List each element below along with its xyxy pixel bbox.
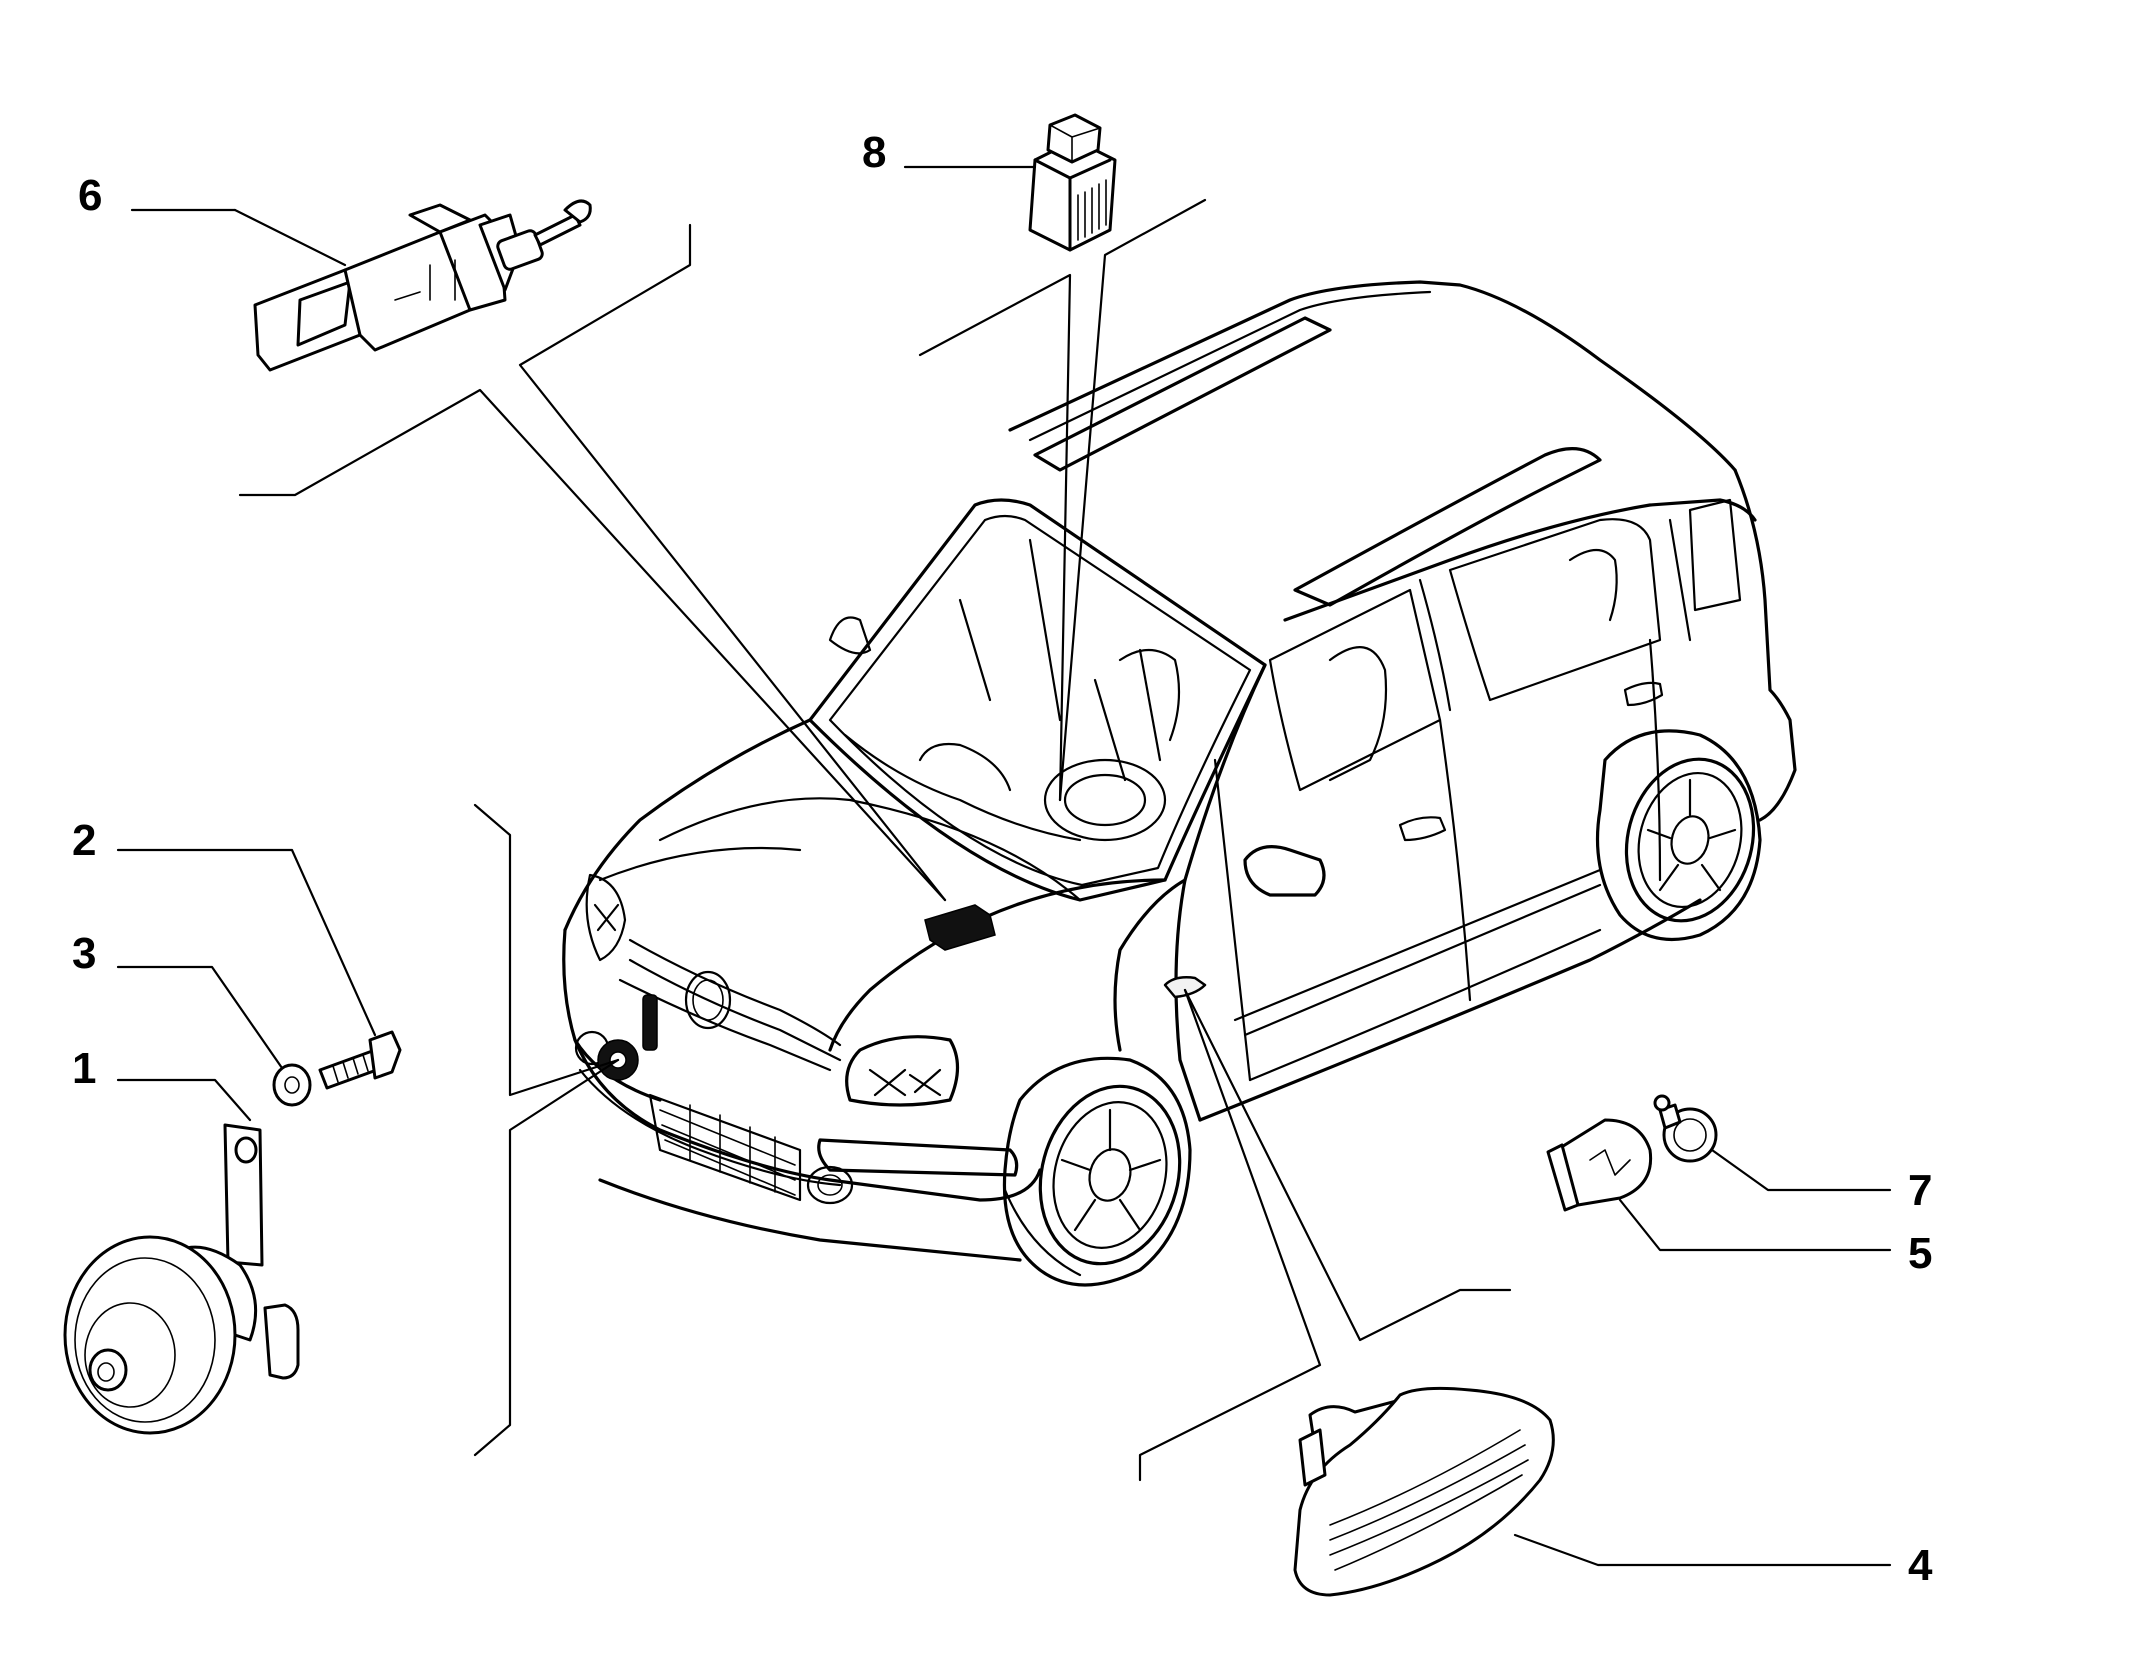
callout-3: 3	[72, 929, 96, 978]
callout-5: 5	[1908, 1229, 1932, 1278]
leader-5	[1618, 1198, 1892, 1252]
callout-7: 7	[1908, 1166, 1932, 1215]
callout-4: 4	[1908, 1541, 1933, 1590]
leader-3	[116, 965, 284, 1070]
callout-1: 1	[72, 1044, 96, 1093]
washer-icon	[272, 1063, 312, 1107]
callout-2: 2	[72, 816, 96, 865]
leader-4	[1513, 1533, 1892, 1567]
leader-7	[1710, 1148, 1892, 1192]
leader-1	[116, 1078, 252, 1122]
callout-8: 8	[862, 128, 886, 177]
bulb-icon	[1546, 1118, 1653, 1212]
car-illustration	[562, 280, 1797, 1287]
bulb-holder-icon	[1653, 1094, 1718, 1163]
brake-switch-icon	[253, 199, 592, 372]
leader-2	[116, 848, 377, 1037]
callout-6: 6	[78, 171, 102, 220]
relay-module-icon	[1028, 113, 1117, 252]
horn-icon	[63, 1123, 300, 1435]
bolt-icon	[318, 1030, 402, 1090]
guide-lines	[238, 198, 1512, 1482]
side-repeater-lamp-icon	[1293, 1386, 1555, 1597]
